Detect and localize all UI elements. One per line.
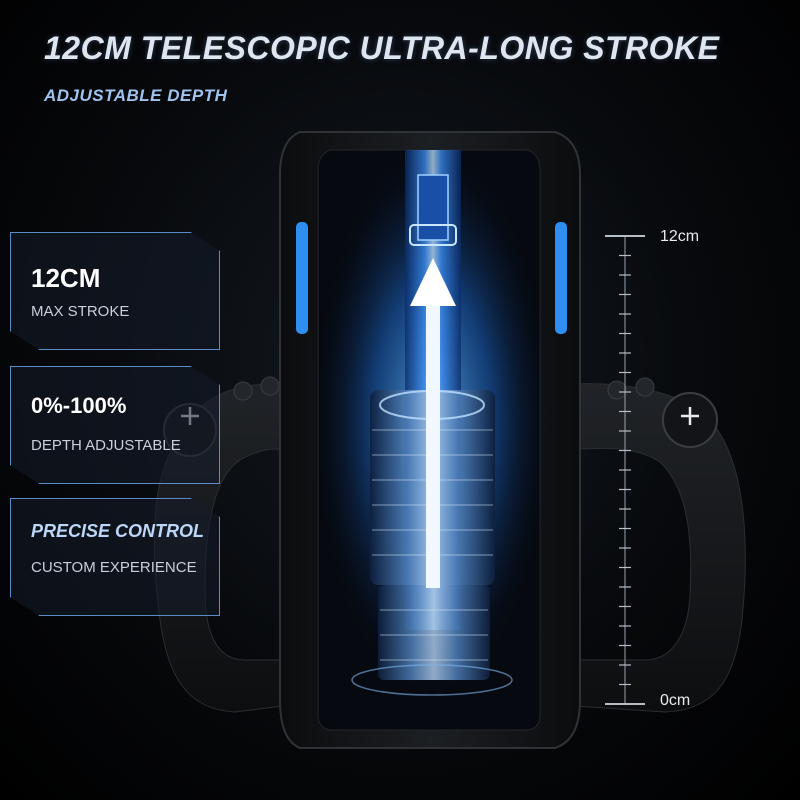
feature-desc: CUSTOM EXPERIENCE	[31, 559, 197, 576]
feature-panel-max-stroke: 12CM MAX STROKE	[10, 232, 220, 350]
feature-desc: DEPTH ADJUSTABLE	[31, 437, 181, 454]
feature-panel-control: PRECISE CONTROL CUSTOM EXPERIENCE	[10, 498, 220, 616]
up-arrow-icon	[410, 258, 456, 588]
feature-title: 0%-100%	[31, 393, 127, 418]
stroke-scale: 12cm 0cm	[595, 226, 795, 716]
feature-desc: MAX STROKE	[31, 303, 130, 320]
scale-ticks	[605, 235, 645, 705]
scale-bottom-label: 0cm	[660, 692, 691, 709]
headline: 12CM TELESCOPIC ULTRA-LONG STROKE	[44, 30, 720, 66]
subhead: ADJUSTABLE DEPTH	[44, 86, 228, 105]
scale-top-label: 12cm	[660, 228, 700, 245]
plus-icon	[681, 407, 699, 425]
feature-title: PRECISE CONTROL	[31, 521, 205, 541]
feature-panel-depth: 0%-100% DEPTH ADJUSTABLE	[10, 366, 220, 484]
feature-title: 12CM	[31, 263, 101, 293]
